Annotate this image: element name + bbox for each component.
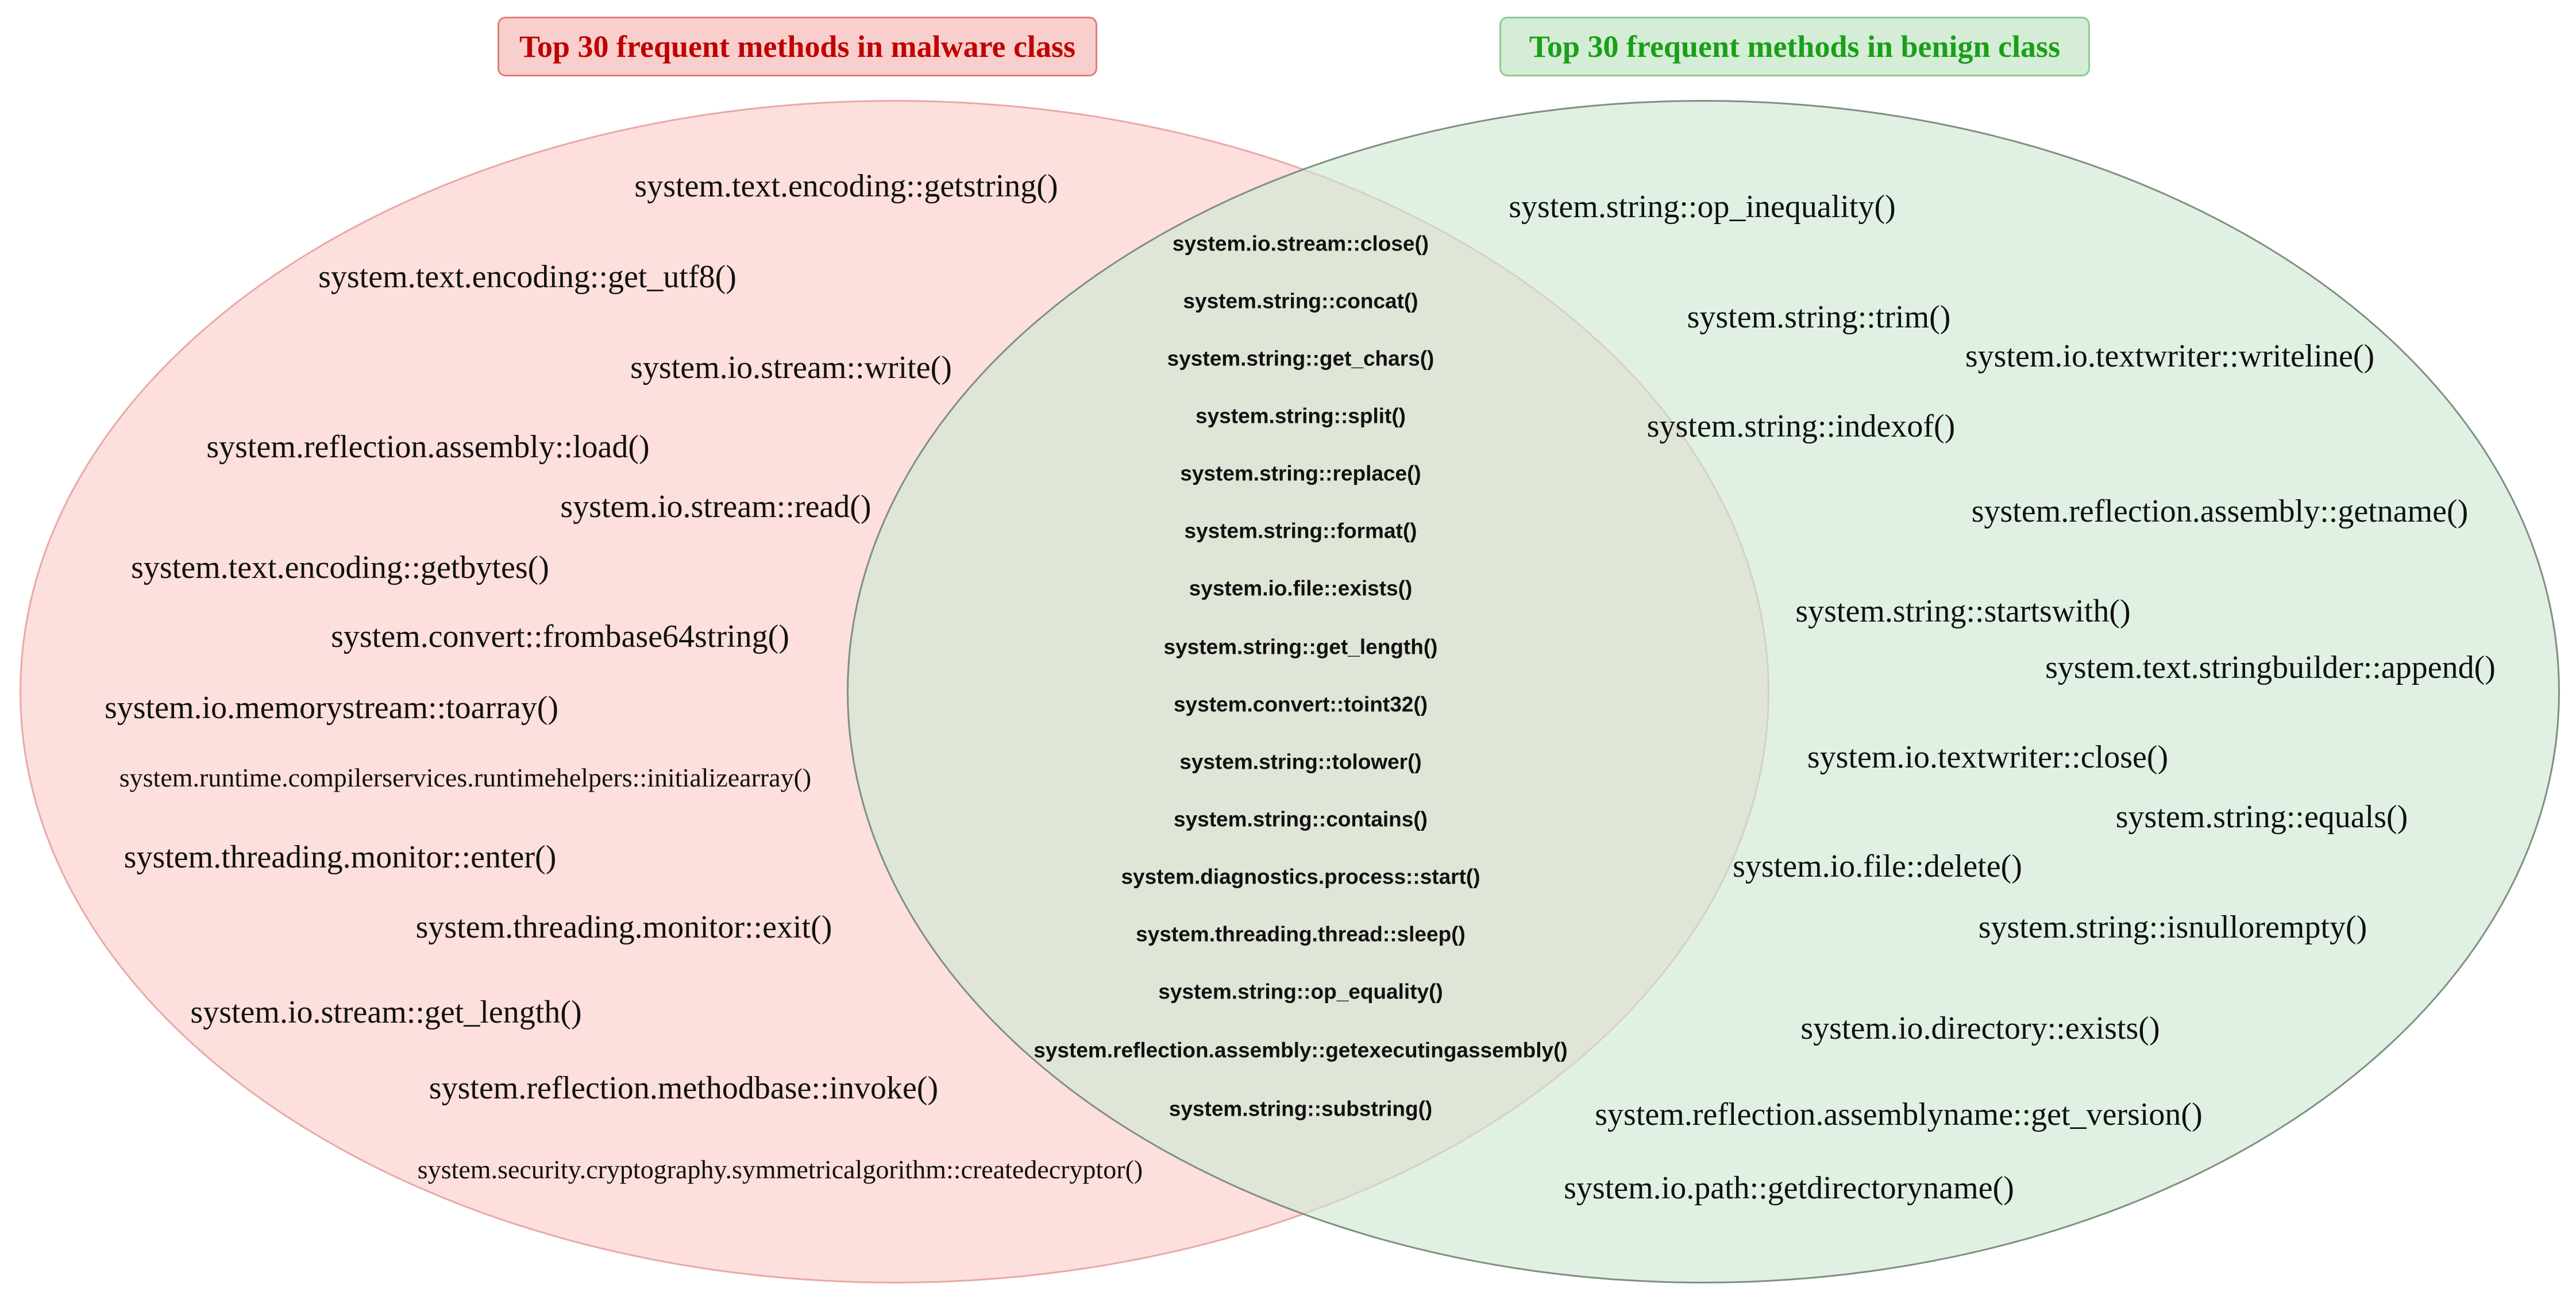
malware-only-method-label: system.io.stream::write() [630,350,952,385]
shared-method-label: system.convert::toint32() [1173,692,1428,716]
malware-only-method-label: system.io.memorystream::toarray() [105,690,558,726]
benign-only-method-label: system.string::isnullorempty() [1978,909,2367,945]
benign-only-method-label: system.string::startswith() [1795,593,2131,629]
shared-method-label: system.string::get_length() [1163,635,1438,659]
benign-only-method-label: system.text.stringbuilder::append() [2045,650,2496,685]
benign-only-method-label: system.string::trim() [1687,299,1951,335]
malware-only-method-label: system.io.stream::read() [560,489,871,525]
shared-method-label: system.threading.thread::sleep() [1136,922,1466,946]
malware-only-method-label: system.reflection.assembly::load() [206,429,650,465]
malware-only-method-label: system.runtime.compilerservices.runtimeh… [119,763,812,792]
benign-only-method-label: system.io.textwriter::writeline() [1965,338,2375,374]
benign-only-method-label: system.string::equals() [2115,799,2408,835]
shared-method-label: system.io.file::exists() [1189,576,1413,600]
malware-only-method-label: system.convert::frombase64string() [331,619,789,654]
shared-method-label: system.diagnostics.process::start() [1121,865,1480,889]
shared-method-label: system.string::get_chars() [1167,346,1434,371]
shared-method-label: system.reflection.assembly::getexecuting… [1034,1038,1568,1062]
benign-only-method-label: system.io.path::getdirectoryname() [1564,1170,2014,1206]
shared-method-label: system.string::op_equality() [1158,980,1443,1004]
shared-method-label: system.string::contains() [1173,807,1428,831]
malware-only-method-label: system.text.encoding::get_utf8() [318,259,736,295]
shared-method-label: system.string::tolower() [1179,750,1422,774]
malware-only-method-label: system.text.encoding::getstring() [634,168,1058,204]
shared-method-label: system.string::split() [1196,404,1406,428]
malware-only-method-label: system.threading.monitor::enter() [124,839,557,875]
malware-only-method-label: system.io.stream::get_length() [190,994,582,1030]
malware-only-method-label: system.security.cryptography.symmetrical… [417,1155,1143,1184]
benign-only-method-label: system.reflection.assembly::getname() [1971,494,2469,529]
malware-only-method-label: system.text.encoding::getbytes() [131,550,549,585]
malware-only-method-label: system.reflection.methodbase::invoke() [429,1070,939,1106]
shared-method-label: system.string::substring() [1169,1097,1433,1121]
shared-method-label: system.string::concat() [1183,289,1418,313]
benign-only-method-label: system.io.textwriter::close() [1807,739,2169,775]
shared-method-label: system.string::format() [1184,519,1417,543]
benign-only-method-label: system.string::op_inequality() [1509,189,1896,225]
benign-only-method-label: system.io.directory::exists() [1800,1011,2160,1046]
shared-method-label: system.io.stream::close() [1172,232,1429,256]
benign-set-ellipse [847,100,2560,1283]
malware-only-method-label: system.threading.monitor::exit() [415,909,832,945]
benign-only-method-label: system.string::indexof() [1646,408,1956,444]
malware-set-title: Top 30 frequent methods in malware class [498,17,1097,76]
benign-only-method-label: system.io.file::delete() [1733,849,2022,884]
shared-method-label: system.string::replace() [1180,461,1421,485]
benign-set-title: Top 30 frequent methods in benign class [1499,17,2090,76]
benign-only-method-label: system.reflection.assemblyname::get_vers… [1595,1097,2203,1132]
